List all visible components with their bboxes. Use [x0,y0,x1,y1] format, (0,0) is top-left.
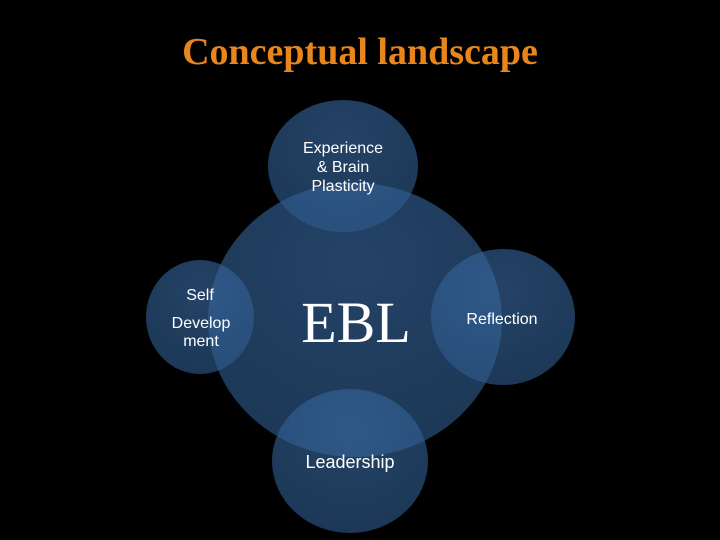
slide-title: Conceptual landscape [182,31,538,73]
top-label-line2: & Brain [317,159,369,176]
left-label-line1: Self [186,287,214,304]
left-label-line3: ment [183,333,219,350]
top-label-line3: Plasticity [311,178,374,195]
center-circle [208,183,502,457]
top-label-line1: Experience [303,140,383,157]
right-label: Reflection [466,311,537,328]
top-circle [268,100,418,232]
left-circle [146,260,254,374]
bottom-label: Leadership [305,452,394,472]
right-circle [431,249,575,385]
center-label: EBL [301,290,411,355]
left-label-line2: Develop [172,315,231,332]
bottom-circle [272,389,428,533]
